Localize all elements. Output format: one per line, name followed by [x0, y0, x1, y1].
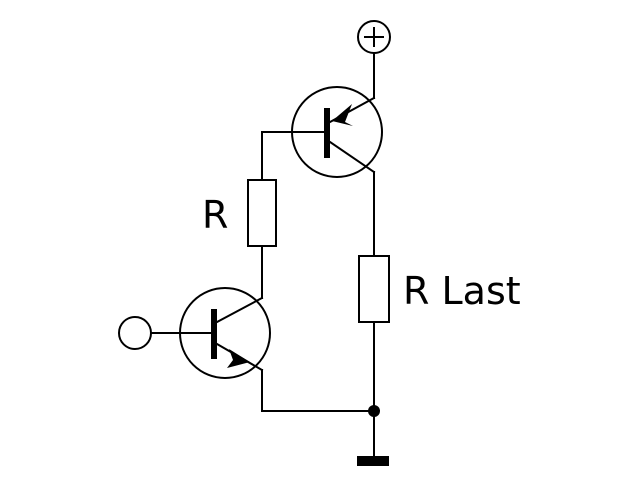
resistor-load [358, 255, 390, 323]
npn-emitter-wire [261, 369, 375, 412]
input-terminal [118, 316, 152, 350]
resistor-r [247, 179, 277, 247]
resistor-r-label: R [202, 193, 228, 237]
resistor-load-label: R Last [403, 269, 521, 313]
positive-supply-terminal [357, 20, 391, 54]
ground-junction-dot [368, 405, 380, 417]
pnp-base-wire [261, 131, 328, 181]
ground-symbol [357, 456, 389, 466]
